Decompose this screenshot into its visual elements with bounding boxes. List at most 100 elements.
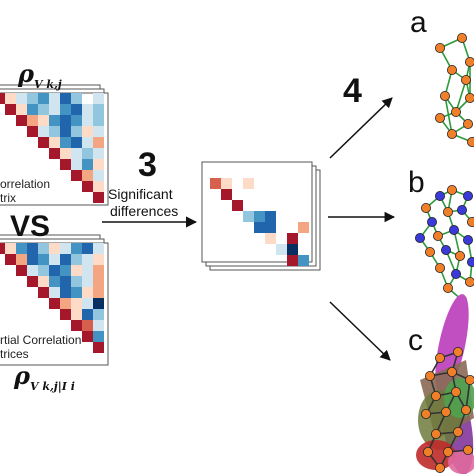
network-node <box>456 204 467 215</box>
matrix-cell <box>71 265 82 276</box>
matrix-cell <box>82 298 93 309</box>
matrix-cell <box>71 126 82 137</box>
network-node <box>462 444 473 455</box>
matrix-cell <box>93 137 104 148</box>
matrix-cell <box>0 243 5 254</box>
rho-symbol-bottom: ρ <box>14 361 30 390</box>
network-node <box>460 75 471 86</box>
network-node <box>454 250 465 261</box>
network-node <box>446 128 457 139</box>
network-edge <box>444 95 453 135</box>
matrix-cell <box>298 255 309 266</box>
matrix-cell <box>82 137 93 148</box>
matrix-cell <box>49 115 60 126</box>
step4-arrow-a <box>329 97 393 159</box>
step4-arrow-c <box>329 301 391 361</box>
matrix-cell <box>93 115 104 126</box>
partial-correlation-caption-2: trices <box>0 347 29 361</box>
partial-correlation-symbol: ρV k,j|I i <box>14 364 75 392</box>
network-node <box>462 190 473 201</box>
matrix-cell <box>60 104 71 115</box>
matrix-cell <box>71 104 82 115</box>
matrix-cell <box>93 342 104 353</box>
network-node <box>467 137 474 147</box>
matrix-cell <box>16 115 27 126</box>
network-node <box>424 246 435 257</box>
matrix-cell <box>60 243 71 254</box>
correlation-matrix-heatmap <box>0 93 104 203</box>
matrix-cell <box>71 170 82 181</box>
matrix-cell <box>16 104 27 115</box>
network-node <box>450 107 461 118</box>
matrix-cell <box>71 298 82 309</box>
matrix-cell <box>49 254 60 265</box>
matrix-cell <box>16 93 27 104</box>
matrix-cell <box>93 276 104 287</box>
network-node <box>432 230 443 241</box>
matrix-cell <box>93 309 104 320</box>
network-node <box>442 282 453 293</box>
network-node <box>452 426 463 437</box>
matrix-cell <box>93 254 104 265</box>
matrix-cell <box>93 170 104 181</box>
matrix-cell <box>82 276 93 287</box>
network-node <box>448 224 459 235</box>
rho-symbol-top: ρ <box>18 59 34 88</box>
matrix-cell <box>71 276 82 287</box>
matrix-cell <box>49 276 60 287</box>
difference-matrix-stack <box>201 161 321 271</box>
matrix-cell <box>38 115 49 126</box>
matrix-cell <box>71 159 82 170</box>
matrix-cell <box>82 126 93 137</box>
matrix-cell <box>27 126 38 137</box>
network-b <box>414 184 474 305</box>
partial-correlation-caption-1: rtial Correlation <box>0 333 82 347</box>
matrix-cell <box>49 148 60 159</box>
matrix-cell <box>82 181 93 192</box>
matrix-cell <box>232 200 243 211</box>
matrix-cell <box>221 178 232 189</box>
network-node <box>465 375 474 385</box>
matrix-cell <box>49 298 60 309</box>
matrix-cell <box>38 265 49 276</box>
matrix-cell <box>60 93 71 104</box>
matrix-cell <box>93 126 104 137</box>
difference-matrix-heatmap <box>210 178 309 266</box>
matrix-cell <box>27 276 38 287</box>
rho-subscript-bottom: V k,j|I i <box>29 379 75 393</box>
matrix-cell <box>71 287 82 298</box>
network-node <box>434 352 445 363</box>
matrix-cell <box>93 192 104 203</box>
matrix-cell <box>276 244 287 255</box>
matrix-cell <box>5 243 16 254</box>
matrix-cell <box>49 104 60 115</box>
network-node <box>440 244 451 255</box>
matrix-cell <box>60 148 71 159</box>
matrix-cell <box>38 126 49 137</box>
matrix-cell <box>38 93 49 104</box>
matrix-cell <box>93 159 104 170</box>
matrix-cell <box>93 331 104 342</box>
module-blob-pink <box>448 450 474 474</box>
matrix-cell <box>60 309 71 320</box>
matrix-cell <box>93 181 104 192</box>
network-node <box>465 57 474 67</box>
rho-subscript-top: V k,j <box>33 77 62 91</box>
matrix-cell <box>27 93 38 104</box>
network-node <box>420 202 431 213</box>
matrix-cell <box>38 254 49 265</box>
matrix-cell <box>82 104 93 115</box>
matrix-cell <box>82 320 93 331</box>
network-node <box>462 234 473 245</box>
correlation-matrix-caption-1: orrelation <box>0 177 51 191</box>
step3-number: 3 <box>138 146 157 184</box>
matrix-cell <box>60 254 71 265</box>
network-node <box>424 370 435 381</box>
matrix-cell <box>38 276 49 287</box>
vs-label: VS <box>10 210 51 243</box>
matrix-cell <box>82 243 93 254</box>
correlation-matrix-caption-2: trix <box>0 191 16 205</box>
matrix-cell <box>16 243 27 254</box>
network-node <box>440 406 451 417</box>
